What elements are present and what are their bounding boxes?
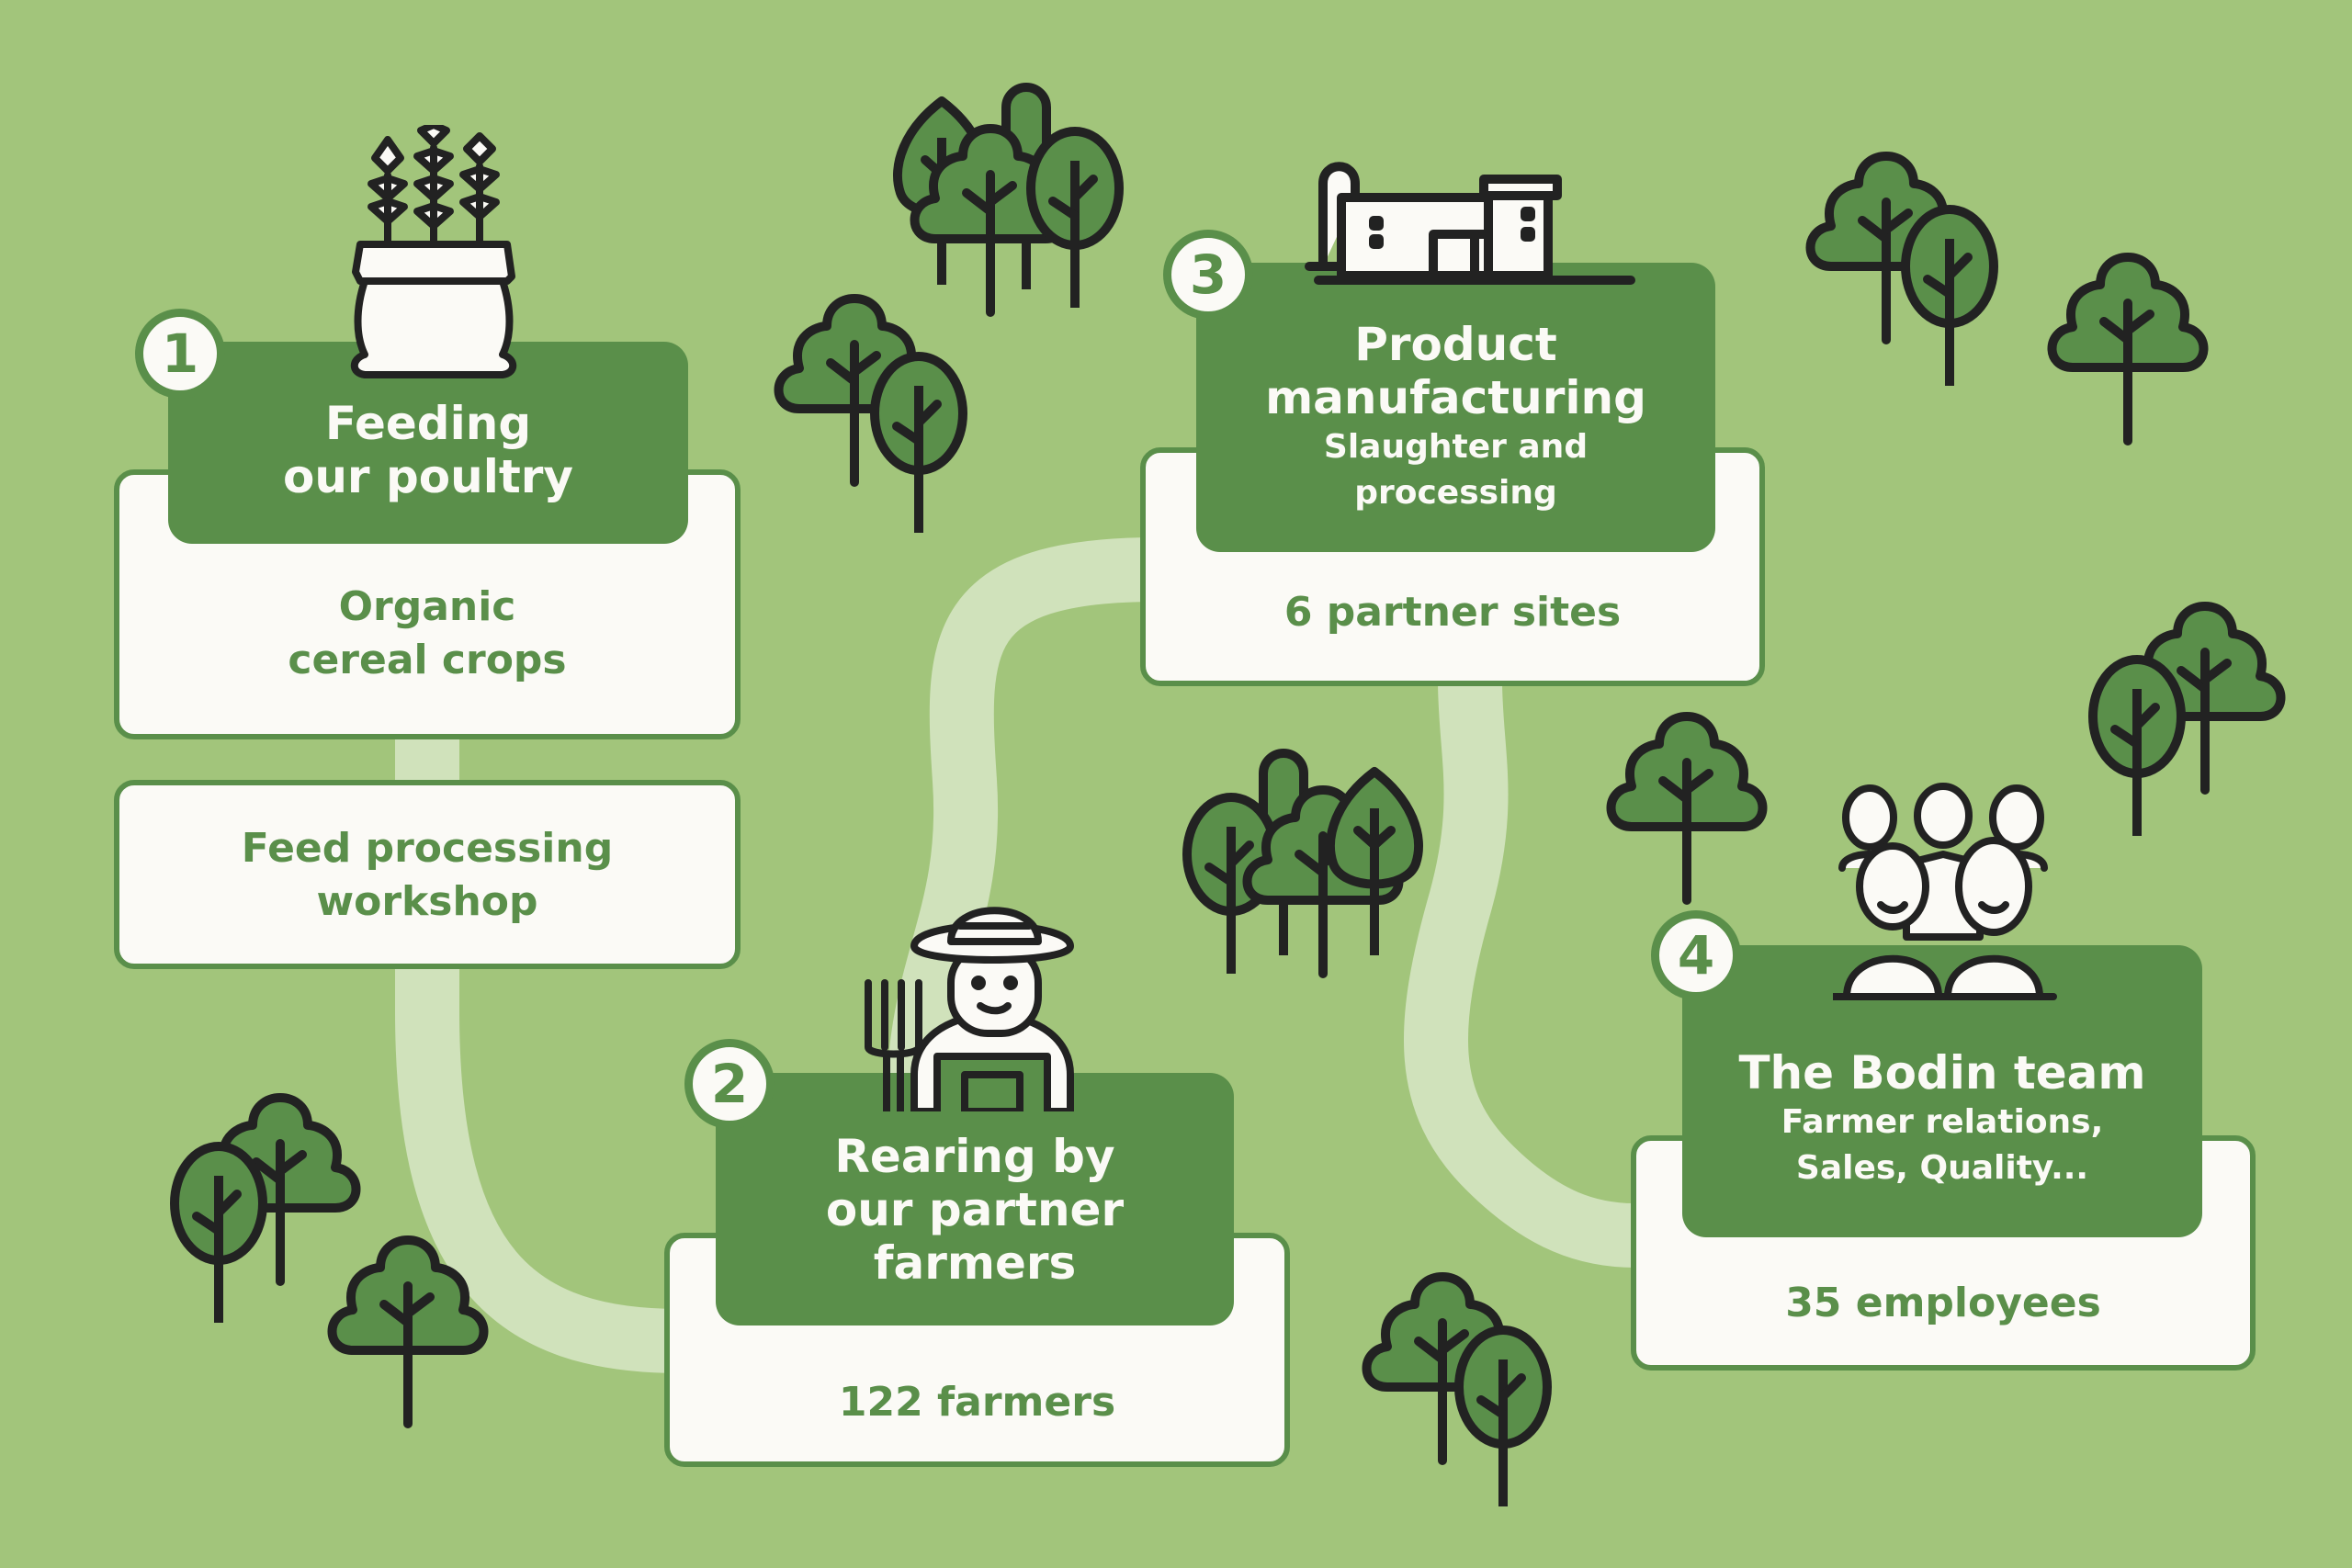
step-4-title: The Bodin team — [1738, 1046, 2146, 1100]
farmer-icon — [865, 907, 1074, 1111]
step-2-title: our partner — [825, 1183, 1125, 1236]
feed-workshop-card: Feed processing workshop — [114, 780, 741, 969]
step-1-title: our poultry — [282, 450, 574, 503]
path-road — [887, 537, 1159, 1268]
step-3-subtitle: Slaughter and — [1323, 428, 1589, 466]
step-2-title: farmers — [873, 1236, 1077, 1290]
grain-sack-icon — [350, 125, 517, 378]
step-4-title-card: The Bodin team Farmer relations, Sales, … — [1682, 945, 2202, 1237]
step-4-detail: 35 employees — [1785, 1280, 2101, 1326]
team-icon — [1833, 783, 2057, 1000]
path-road — [395, 735, 681, 1373]
step-2-title: Rearing by — [834, 1130, 1115, 1183]
tree-cluster-icon — [1811, 156, 1995, 386]
step-3-detail: 6 partner sites — [1283, 589, 1622, 636]
step-4-subtitle: Farmer relations, — [1781, 1103, 2104, 1141]
detail-line: Organic — [338, 583, 516, 630]
tree-cluster-icon — [2093, 606, 2281, 836]
feed-workshop-line: Feed processing — [241, 825, 614, 872]
step-1-title: Feeding — [324, 397, 532, 450]
factory-icon — [1305, 162, 1635, 285]
feed-workshop-label: Feed processing workshop — [119, 822, 735, 929]
step-3-badge: 3 — [1163, 230, 1253, 320]
tree-icon — [1611, 716, 1763, 900]
step-2-detail: 122 farmers — [838, 1379, 1116, 1426]
path-road — [1403, 679, 1636, 1268]
step-4-subtitle: Sales, Quality... — [1795, 1149, 2089, 1187]
step-2-badge: 2 — [684, 1039, 775, 1129]
step-3-title-card: Product manufacturing Slaughter and proc… — [1196, 263, 1715, 552]
tree-cluster-icon — [175, 1098, 356, 1323]
step-4-badge: 4 — [1651, 910, 1741, 1000]
feed-workshop-line: workshop — [316, 878, 538, 925]
tree-cluster-icon — [898, 87, 1119, 312]
step-3-subtitle: processing — [1354, 474, 1557, 512]
step-3-title: manufacturing — [1265, 371, 1646, 424]
tree-cluster-icon — [1187, 753, 1419, 974]
tree-cluster-icon — [1367, 1277, 1548, 1506]
detail-line: cereal crops — [288, 637, 567, 683]
step-2-title-card: Rearing by our partner farmers — [716, 1073, 1234, 1325]
tree-cluster-icon — [779, 299, 964, 533]
step-1-detail: Organic cereal crops — [119, 581, 735, 687]
step-1-badge: 1 — [135, 309, 225, 399]
tree-icon — [2052, 257, 2204, 441]
step-3-title: Product — [1354, 318, 1557, 371]
